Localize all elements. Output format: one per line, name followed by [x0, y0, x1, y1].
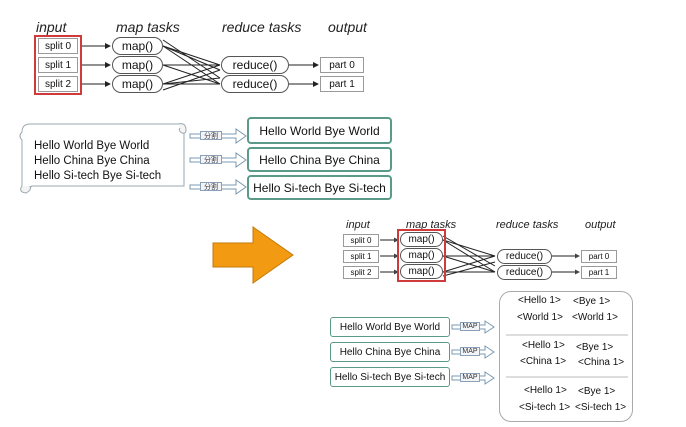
reduce-task-oval: reduce() — [497, 265, 552, 280]
output-part-box: part 1 — [581, 266, 617, 279]
map-task-oval: map() — [400, 248, 443, 263]
map-output-panel — [499, 291, 633, 422]
scroll-text: Hello World Bye World Hello China Bye Ch… — [34, 139, 161, 184]
split-result-box: Hello China Bye China — [247, 147, 392, 172]
kv-pair: <World 1> — [572, 312, 618, 323]
reduce-task-oval: reduce() — [221, 75, 289, 93]
kv-pair: <Hello 1> — [522, 340, 565, 351]
map-tag: MAP — [460, 347, 480, 356]
map-tag: MAP — [460, 322, 480, 331]
split-box: split 0 — [38, 38, 78, 54]
header-output: output — [328, 19, 367, 35]
kv-pair: <China 1> — [520, 356, 567, 367]
header-input: input — [36, 19, 67, 35]
kv-pair: <Bye 1> — [578, 386, 616, 397]
map-task-oval: map() — [400, 264, 443, 279]
split-tag: 分割 — [200, 182, 222, 191]
split-tag: 分割 — [200, 131, 222, 140]
kv-pair: <Si-tech 1> — [519, 402, 571, 413]
output-part-box: part 1 — [320, 76, 364, 92]
reduce-task-oval: reduce() — [221, 56, 289, 74]
split-box: split 2 — [343, 266, 379, 279]
reduce-task-oval: reduce() — [497, 249, 552, 264]
kv-pair: <World 1> — [517, 312, 563, 323]
map-tag: MAP — [460, 373, 480, 382]
map-input-box: Hello China Bye China — [330, 342, 450, 362]
map-highlight-frame — [397, 229, 446, 282]
header-reduce-tasks: reduce tasks — [496, 219, 559, 231]
map-task-oval: map() — [400, 232, 443, 247]
input-highlight-frame — [34, 35, 82, 95]
split-result-box: Hello World Bye World — [247, 117, 392, 144]
split-box: split 2 — [38, 76, 78, 92]
header-input: input — [346, 219, 370, 231]
map-input-box: Hello World Bye World — [330, 317, 450, 337]
scroll-line: Hello China Bye China — [34, 155, 150, 167]
split-tag: 分割 — [200, 155, 222, 164]
map-task-oval: map() — [112, 37, 163, 55]
header-map-tasks: map tasks — [406, 219, 457, 231]
split-result-box: Hello Si-tech Bye Si-tech — [247, 175, 392, 200]
transform-arrow — [212, 226, 294, 284]
split-box: split 0 — [343, 234, 379, 247]
kv-pair: <China 1> — [578, 357, 625, 368]
kv-pair: <Si-tech 1> — [575, 402, 627, 413]
kv-pair: <Bye 1> — [576, 342, 614, 353]
split-box: split 1 — [38, 57, 78, 73]
split-box: split 1 — [343, 250, 379, 263]
kv-pair: <Hello 1> — [524, 385, 567, 396]
map-task-oval: map() — [112, 75, 163, 93]
output-part-box: part 0 — [581, 250, 617, 263]
scroll-shape — [19, 123, 187, 194]
scroll-line: Hello World Bye World — [34, 140, 150, 152]
output-part-box: part 0 — [320, 57, 364, 73]
header-output: output — [585, 219, 616, 231]
kv-pair: <Hello 1> — [518, 295, 561, 306]
header-map-tasks: map tasks — [116, 19, 180, 35]
header-reduce-tasks: reduce tasks — [222, 19, 302, 35]
map-task-oval: map() — [112, 56, 163, 74]
scroll-line: Hello Si-tech Bye Si-tech — [34, 170, 162, 182]
kv-pair: <Bye 1> — [573, 296, 611, 307]
map-input-box: Hello Si-tech Bye Si-tech — [330, 367, 450, 387]
